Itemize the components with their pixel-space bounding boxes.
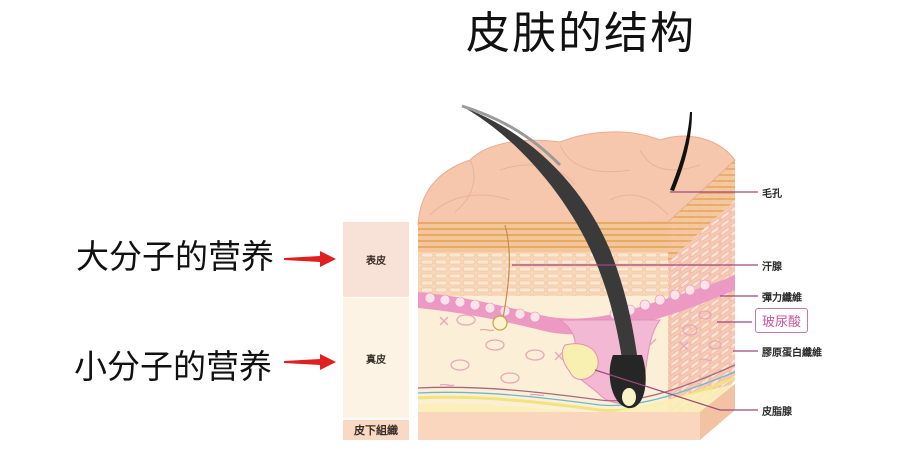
page-title: 皮肤的结构 — [466, 8, 696, 59]
label-sweat-gland: 汗腺 — [762, 262, 782, 273]
label-sebaceous-gland: 皮脂腺 — [762, 407, 792, 418]
arrow-right-icon — [284, 251, 336, 267]
sebaceous-gland — [561, 343, 599, 380]
layer-dermis-label: 真皮 — [366, 354, 386, 366]
layer-subcutaneous-label: 皮下組織 — [354, 424, 398, 437]
leader-lines — [512, 191, 758, 411]
label-collagen-fiber: 膠原蛋白纖維 — [762, 348, 822, 359]
label-pore: 毛孔 — [762, 189, 782, 200]
large-molecule-nutrition-label: 大分子的营养 — [76, 237, 274, 276]
epidermis-cells — [418, 252, 668, 296]
layer-subcutaneous: 皮下組織 — [343, 420, 409, 440]
pore-hair — [670, 112, 692, 191]
layer-dermis: 真皮 — [343, 298, 409, 418]
label-hyaluronic-acid: 玻尿酸 — [755, 308, 809, 333]
sweat-gland — [492, 315, 508, 331]
small-molecule-nutrition-label: 小分子的营养 — [74, 347, 272, 386]
arrow-right-icon — [284, 354, 336, 370]
label-elastic-fiber: 彈力纖維 — [762, 293, 802, 304]
skin-surface — [417, 131, 736, 226]
layer-epidermis-label: 表皮 — [366, 256, 386, 267]
sweat-gland-duct — [502, 224, 510, 319]
hair-shaft — [465, 108, 640, 380]
stratum-corneum — [418, 222, 668, 252]
subcutaneous-tissue — [418, 384, 735, 440]
layer-epidermis: 表皮 — [343, 222, 409, 297]
